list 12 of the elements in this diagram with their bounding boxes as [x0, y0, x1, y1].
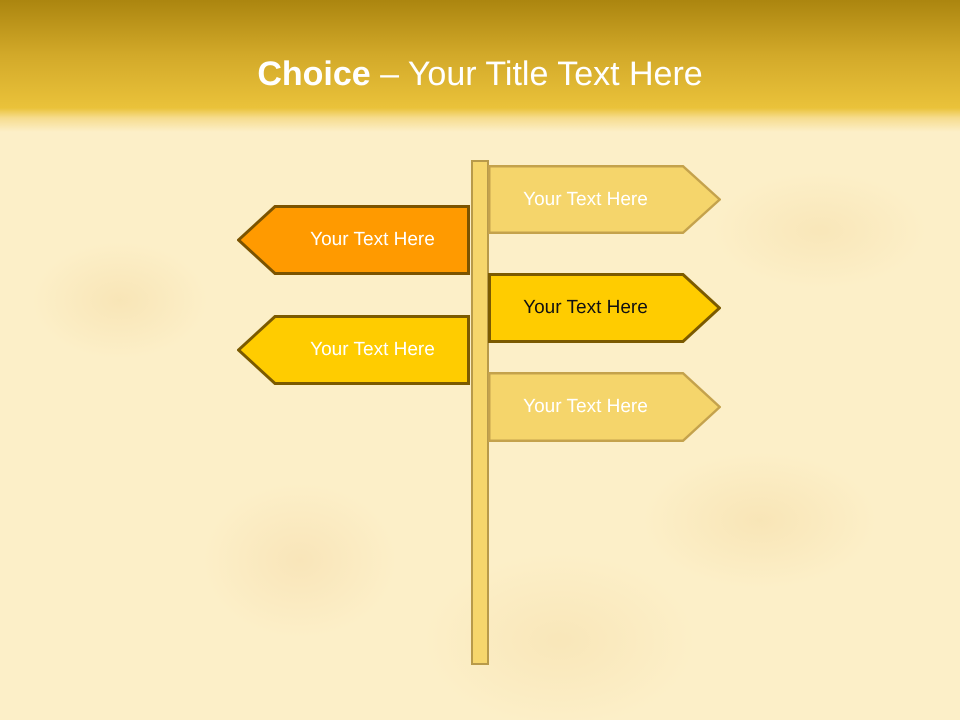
sign-text: Your Text Here [523, 188, 648, 212]
left-pointing-sign [237, 315, 470, 385]
sign-text: Your Text Here [523, 395, 648, 419]
sign-text: Your Text Here [523, 296, 648, 320]
sign-text: Your Text Here [310, 338, 435, 362]
slide-title: Choice – Your Title Text Here [257, 55, 703, 93]
sign-text: Your Text Here [310, 228, 435, 252]
right-pointing-sign [488, 273, 721, 343]
right-pointing-sign [488, 372, 721, 442]
right-pointing-sign [488, 165, 721, 234]
signpost-pole [471, 160, 489, 665]
left-pointing-sign [237, 205, 470, 275]
